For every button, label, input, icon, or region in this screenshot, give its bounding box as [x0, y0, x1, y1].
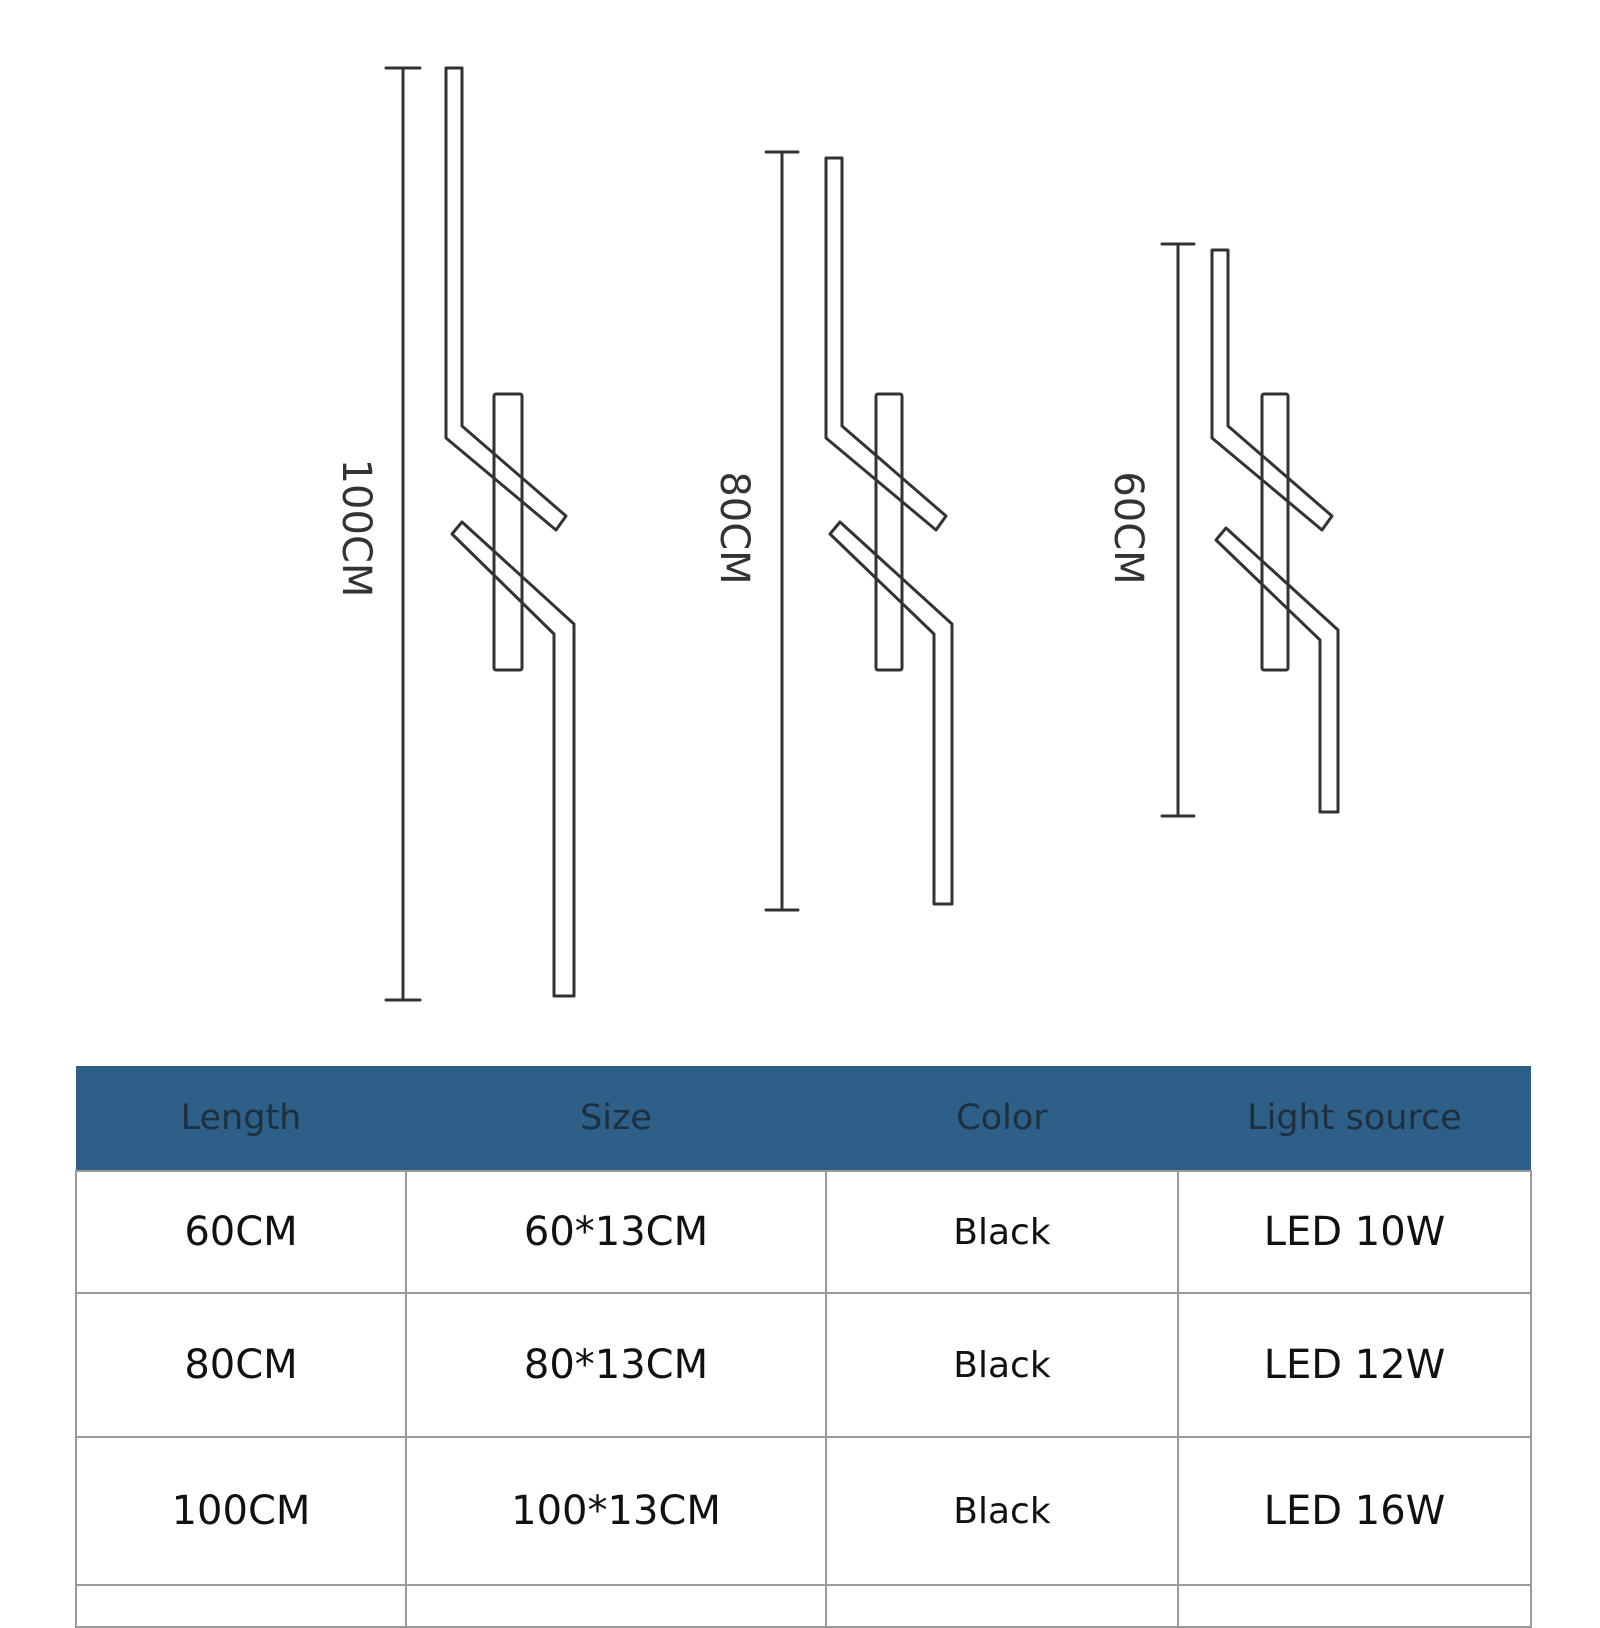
- lamp-dimension-diagram: [384, 66, 1340, 1002]
- cell-size: 60*13CM: [405, 1170, 827, 1294]
- specification-table: Length Size Color Light source 60CM 60*1…: [75, 1066, 1532, 1628]
- dimension-label-100cm: 100CM: [333, 458, 379, 598]
- lamp-mount-bar-60cm: [1260, 392, 1290, 672]
- table-header-row: Length Size Color Light source: [76, 1066, 1531, 1171]
- dimension-label-80cm: 80CM: [711, 471, 757, 585]
- lamp-lower-arm-80cm: [828, 520, 954, 906]
- lamp-60cm: [1160, 242, 1340, 818]
- cell-empty: [75, 1584, 407, 1628]
- lamp-lower-arm-60cm: [1214, 526, 1340, 814]
- dimension-line-100cm: [384, 66, 422, 1002]
- table-row: 80CM 80*13CM Black LED 12W: [75, 1292, 1532, 1438]
- lamp-lower-arm-100cm: [450, 520, 576, 998]
- cell-light-source: LED 16W: [1177, 1436, 1532, 1586]
- header-size: Size: [406, 1066, 826, 1171]
- dimension-label-60cm: 60CM: [1105, 471, 1151, 585]
- table-row-empty: [75, 1584, 1532, 1628]
- lamp-upper-arm-80cm: [824, 156, 948, 532]
- cell-color: Black: [825, 1436, 1179, 1586]
- lamp-80cm: [764, 150, 954, 912]
- cell-color: Black: [825, 1292, 1179, 1438]
- cell-light-source: LED 12W: [1177, 1292, 1532, 1438]
- lamp-100cm: [384, 66, 576, 1002]
- dimension-line-80cm: [764, 150, 800, 912]
- cell-size: 80*13CM: [405, 1292, 827, 1438]
- lamp-mount-bar-80cm: [874, 392, 904, 672]
- cell-length: 80CM: [75, 1292, 407, 1438]
- table-row: 60CM 60*13CM Black LED 10W: [75, 1170, 1532, 1294]
- cell-empty: [405, 1584, 827, 1628]
- lamp-upper-arm-100cm: [444, 66, 568, 532]
- header-color: Color: [826, 1066, 1178, 1171]
- cell-size: 100*13CM: [405, 1436, 827, 1586]
- header-length: Length: [76, 1066, 406, 1171]
- lamp-upper-arm-60cm: [1210, 248, 1334, 532]
- cell-light-source: LED 10W: [1177, 1170, 1532, 1294]
- header-light-source: Light source: [1178, 1066, 1531, 1171]
- table-row: 100CM 100*13CM Black LED 16W: [75, 1436, 1532, 1586]
- dimension-line-60cm: [1160, 242, 1196, 818]
- cell-empty: [825, 1584, 1179, 1628]
- cell-length: 60CM: [75, 1170, 407, 1294]
- cell-empty: [1177, 1584, 1532, 1628]
- cell-color: Black: [825, 1170, 1179, 1294]
- lamp-mount-bar-100cm: [492, 392, 524, 672]
- cell-length: 100CM: [75, 1436, 407, 1586]
